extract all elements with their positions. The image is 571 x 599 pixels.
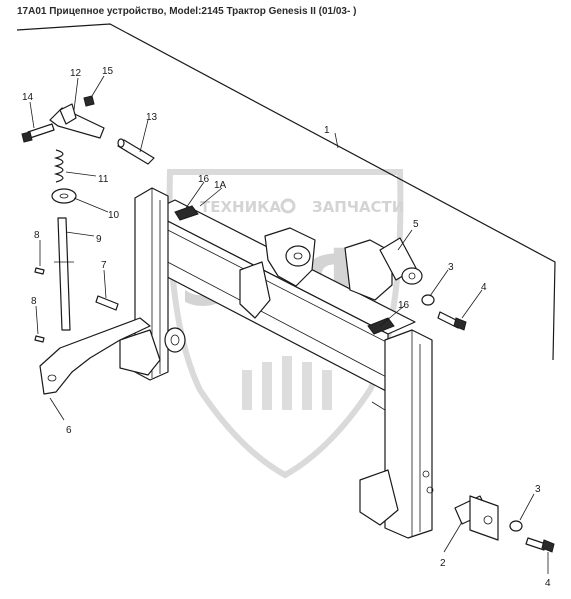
label-16-lower: 16: [398, 300, 410, 311]
label-15: 15: [102, 66, 114, 77]
latch-plate-6: [39, 317, 151, 395]
label-leaders: [29, 75, 549, 574]
pin-2: [454, 495, 499, 541]
label-1: 1: [324, 125, 330, 136]
label-4-upper: 4: [481, 282, 487, 293]
bolt-4-upper: [421, 294, 467, 331]
label-8-upper: 8: [34, 230, 40, 241]
label-5: 5: [413, 219, 419, 230]
label-7: 7: [101, 260, 107, 271]
label-3-upper: 3: [448, 262, 454, 273]
label-9: 9: [96, 234, 102, 245]
label-1a: 1A: [214, 180, 227, 191]
label-6: 6: [66, 425, 72, 436]
part-labels: 1 1A 2 3 3 4 4 5 6 7 8 8 9 10 11 12 13 1…: [22, 66, 551, 589]
label-11: 11: [98, 174, 109, 185]
label-8-lower: 8: [31, 296, 37, 307]
pin-5: [379, 237, 423, 285]
gear-icon: [280, 198, 296, 214]
label-10: 10: [108, 210, 120, 221]
bolt-4-lower: [509, 520, 555, 553]
washer-10: [51, 188, 77, 204]
watermark-text-2: ЗАПЧАСТИ: [312, 198, 404, 216]
label-3-lower: 3: [535, 484, 541, 495]
label-13: 13: [146, 112, 158, 123]
label-16-upper: 16: [198, 174, 210, 185]
hitch-frame: [119, 187, 434, 539]
wheat-icon: [242, 356, 332, 410]
pin-13: [117, 138, 155, 165]
label-4-lower: 4: [545, 578, 551, 589]
pin-8-lower: [34, 335, 45, 343]
diagram-title: 17A01 Прицепное устройство, Model:2145 Т…: [17, 6, 357, 17]
rod-9: [54, 217, 74, 331]
lever-12: [21, 95, 105, 143]
leader-lines: [16, 23, 556, 361]
pin-8-upper: [34, 267, 45, 275]
watermark-text: ТЕХНИКА: [200, 198, 281, 216]
spring-11: [53, 149, 64, 183]
label-2: 2: [440, 558, 446, 569]
label-14: 14: [22, 92, 34, 103]
pin-7: [95, 295, 119, 311]
label-12: 12: [70, 68, 82, 79]
